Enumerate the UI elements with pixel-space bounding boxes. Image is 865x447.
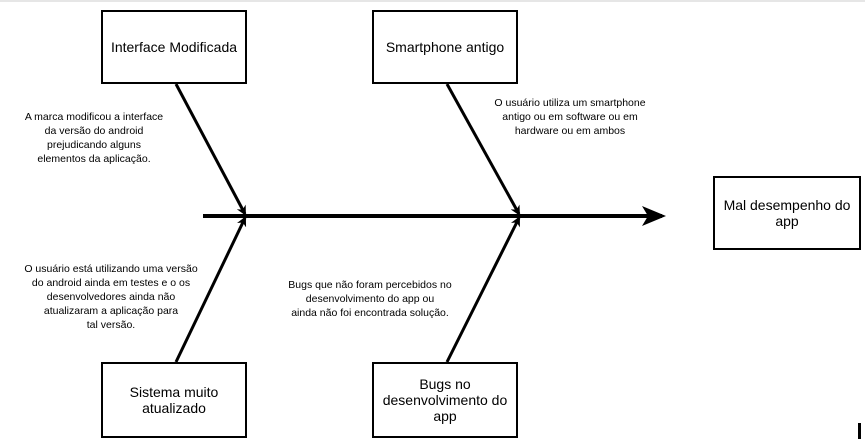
note-smartphone: O usuário utiliza um smartphone antigo o… xyxy=(494,97,646,137)
note-bugs: Bugs que não foram percebidos no desenvo… xyxy=(288,279,452,319)
bone-sistema xyxy=(174,216,247,363)
cause-label-interface: Interface Modificada xyxy=(110,39,238,55)
cause-box-interface: Interface Modificada xyxy=(101,10,247,84)
cause-label-sistema: Sistema muito atualizado xyxy=(129,384,219,416)
effect-label: Mal desempenho do app xyxy=(723,197,851,229)
scroll-indicator xyxy=(858,423,861,439)
cause-label-bugs: Bugs no desenvolvimento do app xyxy=(382,376,508,424)
effect-box: Mal desempenho do app xyxy=(713,176,861,250)
note-sistema: O usuário está utilizando uma versão do … xyxy=(24,263,198,331)
cause-box-sistema: Sistema muito atualizado xyxy=(101,362,247,438)
cause-label-smartphone: Smartphone antigo xyxy=(385,39,505,55)
note-interface: A marca modificou a interface da versão … xyxy=(24,111,164,165)
top-border xyxy=(0,0,865,2)
bone-bugs xyxy=(445,216,521,363)
cause-box-smartphone: Smartphone antigo xyxy=(372,10,518,84)
bone-smartphone xyxy=(445,83,521,216)
cause-box-bugs: Bugs no desenvolvimento do app xyxy=(372,362,518,438)
bone-interface xyxy=(174,83,247,216)
